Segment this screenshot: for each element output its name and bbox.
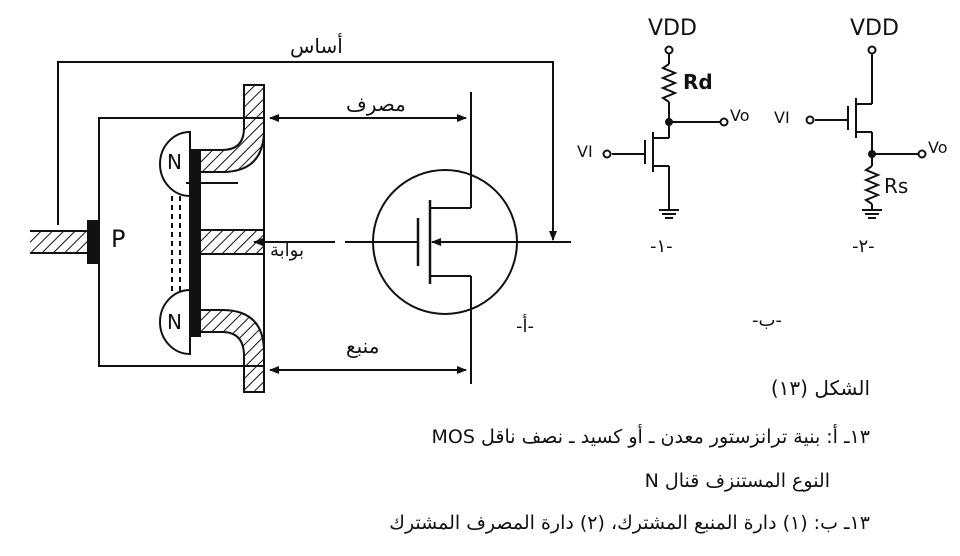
label-p: P: [111, 225, 126, 253]
circuit-common-source: [602, 45, 729, 219]
base-electrode-hatch: [30, 231, 90, 253]
n-region-bottom: [159, 288, 191, 356]
source-electrode-hatch: [199, 309, 265, 393]
drain-electrode-hatch: [199, 84, 265, 173]
caption-line-1: ١٣ـ أ: بنية ترانزستور معدن ـ أو كسيد ـ ن…: [431, 426, 870, 448]
c1-vdd: VDD: [648, 16, 697, 41]
figure-caption-title: الشكل (١٣): [770, 376, 870, 400]
c1-number: -١-: [650, 236, 673, 257]
label-part-b: -ب-: [752, 310, 782, 331]
c1-rd: Rd: [683, 70, 713, 94]
resistor-rs: [863, 165, 881, 205]
label-n-bottom: N: [167, 310, 182, 334]
circuit-common-drain: [805, 45, 927, 219]
caption-line-2: النوع المستنزف قنال N: [644, 470, 830, 492]
label-base: أساس: [290, 34, 343, 58]
c2-vdd: VDD: [850, 16, 899, 41]
gate-electrode-hatch: [199, 229, 265, 255]
c2-rs: Rs: [884, 174, 909, 198]
label-source: منبع: [346, 334, 380, 358]
gate-metal: [189, 189, 201, 299]
base-contact: [87, 220, 99, 264]
label-part-a: -أ-: [516, 316, 534, 337]
label-drain: مصرف: [346, 92, 406, 116]
drain-contact: [189, 149, 201, 191]
n-region-top: [159, 130, 191, 198]
c1-vo: Vo: [730, 106, 750, 125]
source-contact: [189, 297, 201, 337]
base-connection-line: [57, 61, 557, 241]
c2-vo: Vo: [928, 138, 948, 157]
resistor-rd: [660, 63, 678, 103]
c1-vi: VI: [577, 142, 593, 161]
label-gate: بوابة: [270, 240, 304, 261]
caption-line-3: ١٣ـ ب: (١) دارة المنبع المشترك، (٢) دارة…: [389, 512, 870, 534]
c2-vi: VI: [774, 108, 790, 127]
label-n-top: N: [167, 150, 182, 174]
c2-number: -٢-: [852, 236, 875, 257]
mos-structure: [30, 61, 571, 393]
